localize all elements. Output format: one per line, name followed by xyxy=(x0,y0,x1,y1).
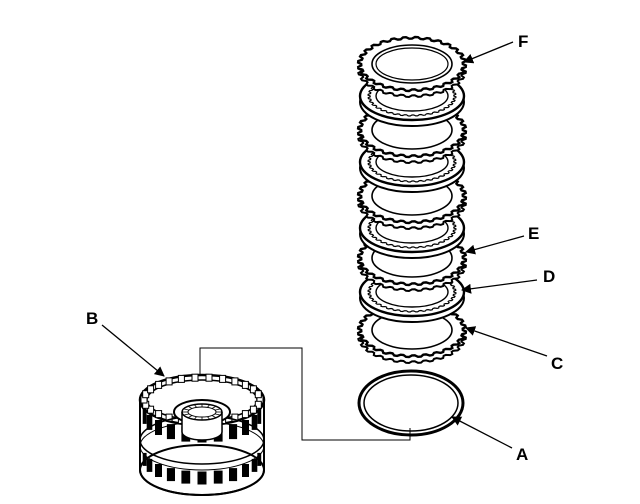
callout-label-a: A xyxy=(516,445,528,464)
leader-f xyxy=(463,41,514,64)
o-ring xyxy=(357,369,465,437)
leader-b xyxy=(101,324,165,377)
leader-e xyxy=(465,235,525,255)
leader-c xyxy=(465,326,548,357)
callout-leaders xyxy=(101,41,548,449)
callout-label-f: F xyxy=(518,32,528,51)
leader-a xyxy=(451,416,513,449)
assembly-guide-line xyxy=(199,347,411,441)
callout-label-c: C xyxy=(551,354,563,373)
callout-label-e: E xyxy=(528,224,539,243)
clutch-plate-stack xyxy=(356,35,468,365)
clutch-drum xyxy=(138,373,266,496)
callout-label-b: B xyxy=(86,309,98,328)
callout-label-d: D xyxy=(543,267,555,286)
steel-plate xyxy=(356,35,468,99)
leader-d xyxy=(461,279,538,294)
